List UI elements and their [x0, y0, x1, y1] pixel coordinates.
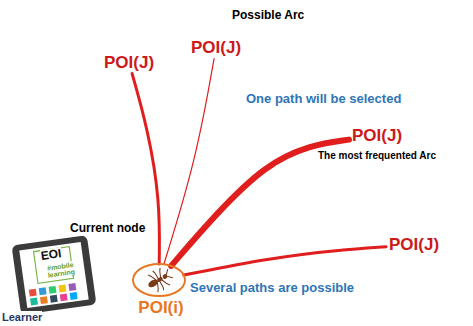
app-icon: [39, 287, 47, 295]
node-label: POI(J): [191, 38, 241, 58]
node-label: POI(J): [352, 126, 402, 146]
app-icon: [40, 296, 48, 304]
ant-thorax: [156, 276, 163, 282]
app-icon: [60, 293, 68, 301]
diagram-title: Possible Arc: [232, 8, 304, 22]
learner-label: Learner: [2, 311, 42, 324]
app-icon: [70, 292, 78, 300]
app-icon: [49, 286, 57, 294]
logo-tagline: #mobile learning: [45, 261, 77, 279]
poi-node: POI(J): [101, 52, 157, 74]
tablet-illustration: [11, 235, 96, 315]
node-label: POI(i): [131, 298, 191, 318]
node-ellipse: [131, 262, 187, 298]
arc-connector: [164, 59, 214, 265]
poi-node: POI(J): [188, 37, 244, 59]
app-icon: [30, 298, 38, 306]
tablet-screen: [19, 242, 88, 308]
node-label: POI(J): [389, 235, 439, 255]
app-icon: [50, 295, 58, 303]
arc-connector: [184, 247, 386, 275]
annotation: Several paths are possible: [190, 281, 354, 296]
ant-abdomen: [147, 278, 159, 289]
node-label: POI(J): [104, 53, 154, 73]
current-node: POI(i): [131, 262, 191, 318]
app-icon: [59, 285, 67, 293]
app-icon: [68, 283, 76, 291]
node-ellipse-outline: [133, 264, 185, 296]
tablet-body: [11, 235, 96, 315]
ant-head: [162, 273, 169, 280]
poi-node: POI(J): [349, 125, 405, 147]
annotation: One path will be selected: [246, 92, 401, 107]
annotation: Current node: [70, 222, 145, 236]
annotation: The most frequented Arc: [318, 150, 436, 162]
poi-node: POI(J): [386, 234, 442, 256]
app-icon: [29, 289, 37, 297]
logo-text: EOI: [40, 247, 62, 264]
